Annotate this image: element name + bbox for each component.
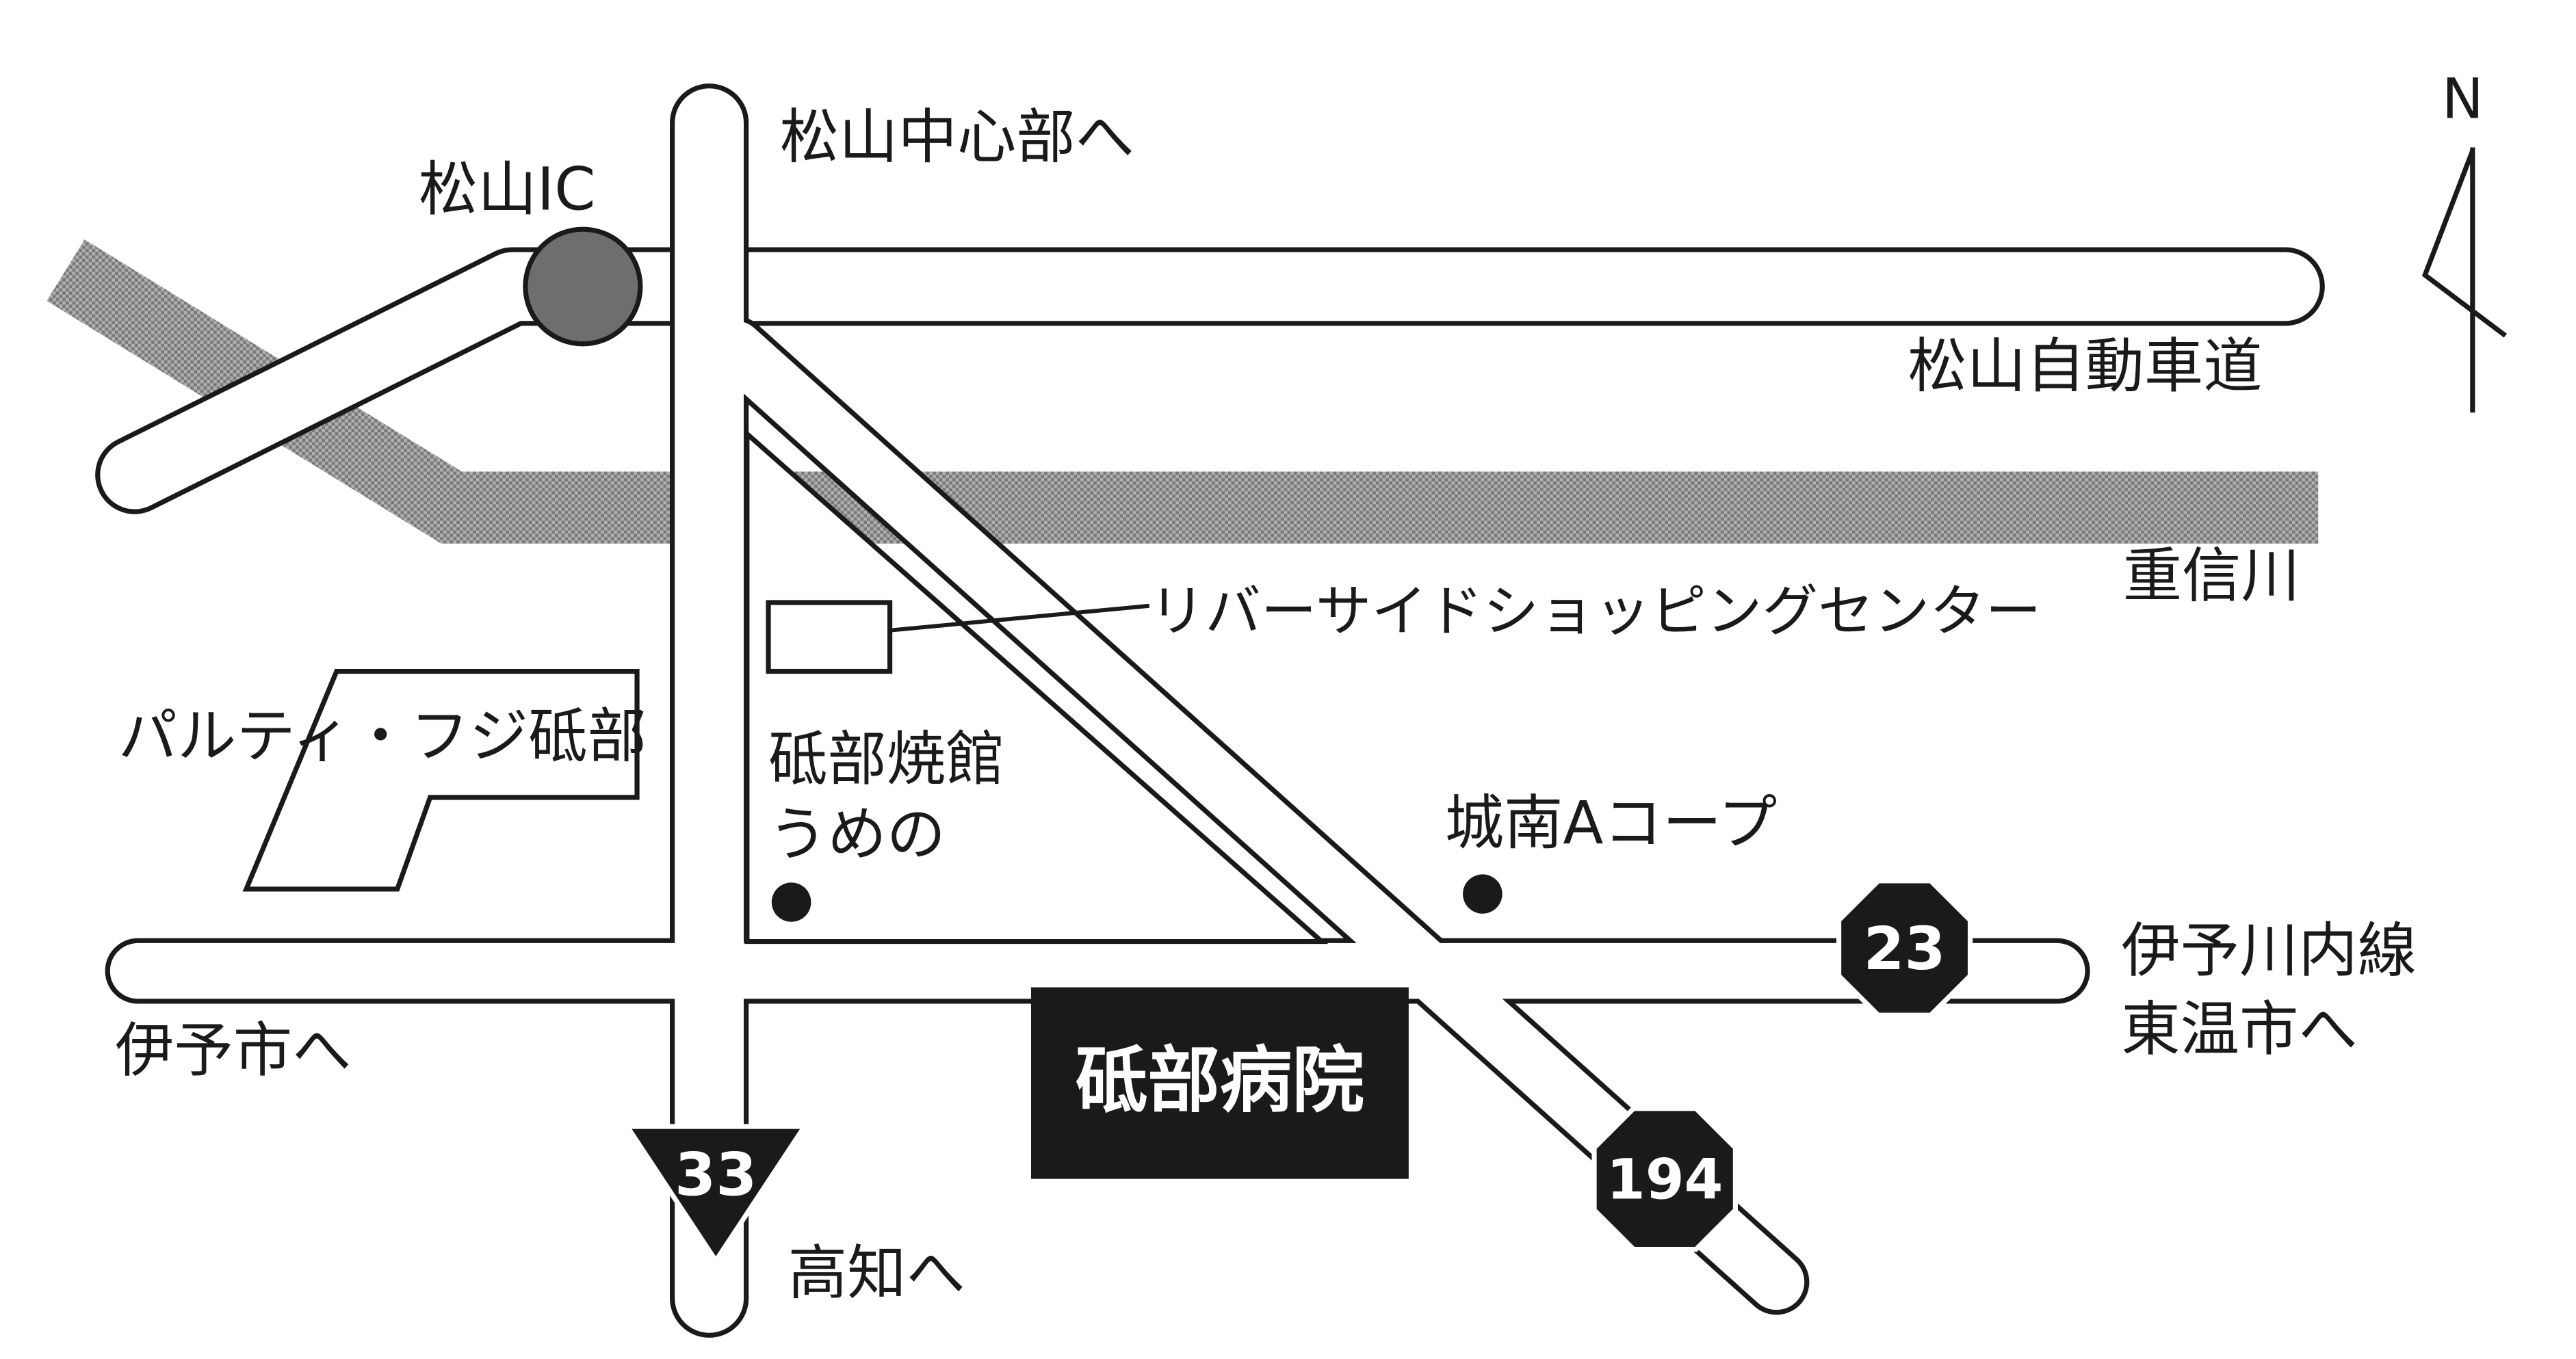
label-line-2: 東温市へ bbox=[2121, 996, 2357, 1064]
label-ic: 松山IC bbox=[419, 156, 596, 224]
triangle-block bbox=[744, 428, 1329, 945]
route-23-shield: 23 bbox=[1836, 878, 1973, 1018]
label-to-iyo: 伊予市へ bbox=[115, 1017, 351, 1085]
yakikan-dot bbox=[771, 882, 811, 922]
route-194-number: 194 bbox=[1606, 1147, 1723, 1212]
label-line-1: 伊予川内線 bbox=[2121, 917, 2417, 986]
partie-fuji-building bbox=[242, 668, 640, 892]
shopping-center-leader bbox=[889, 603, 1150, 633]
route-33-shield: 33 bbox=[622, 1124, 809, 1265]
label-yakikan-1: 砥部焼館 bbox=[768, 726, 1004, 794]
road-fills bbox=[109, 88, 2085, 1333]
route-23-number: 23 bbox=[1863, 915, 1945, 984]
route-33-number: 33 bbox=[675, 1142, 757, 1210]
ic-marker bbox=[523, 226, 643, 347]
label-yakikan-2: うめの bbox=[768, 801, 946, 869]
hospital-box bbox=[1030, 987, 1409, 1179]
expressway-matsuyama bbox=[95, 247, 2325, 514]
label-to-center: 松山中心部へ bbox=[780, 103, 1134, 172]
coop-dot bbox=[1463, 874, 1502, 914]
label-partie-fuji: パルティ・フジ砥部 bbox=[118, 702, 647, 771]
shopping-center-building bbox=[766, 600, 893, 674]
north-label: N bbox=[2442, 66, 2484, 131]
route-194-shield: 194 bbox=[1591, 1106, 1738, 1252]
label-expressway: 松山自動車道 bbox=[1908, 332, 2262, 401]
label-river: 重信川 bbox=[2123, 542, 2300, 611]
label-shopping-center: リバーサイドショッピングセンター bbox=[1149, 579, 2042, 644]
river-shigenobu bbox=[47, 239, 2319, 544]
label-to-kochi: 高知へ bbox=[788, 1239, 965, 1308]
hospital-label: 砥部病院 bbox=[1076, 1038, 1364, 1122]
north-arrow: N bbox=[2421, 66, 2507, 413]
label-coop: 城南Aコープ bbox=[1445, 789, 1778, 858]
